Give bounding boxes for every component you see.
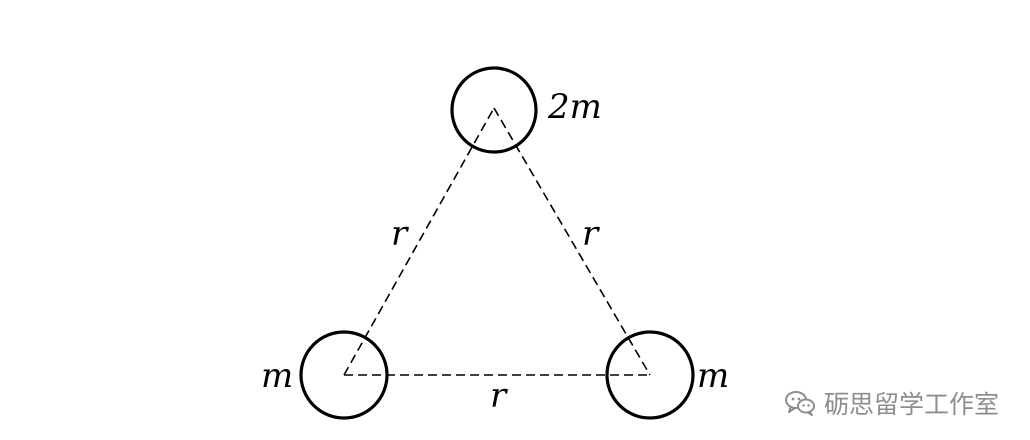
right-mass-circle (605, 330, 695, 420)
edge-left-dashed (343, 107, 495, 376)
right-mass-label: m (697, 356, 729, 396)
edge-right-dashed (493, 107, 651, 376)
left-mass-circle (299, 330, 389, 420)
watermark-text: 砺思留学工作室 (824, 390, 1000, 419)
watermark: 砺思留学工作室 (784, 385, 999, 421)
left-edge-label: r (391, 214, 409, 254)
top-mass-circle (450, 66, 538, 154)
wechat-icon (785, 391, 815, 416)
bottom-edge-label: r (490, 376, 508, 416)
right-edge-label: r (582, 214, 600, 254)
left-mass-label: m (261, 356, 293, 396)
top-mass-label: 2m (547, 87, 602, 127)
